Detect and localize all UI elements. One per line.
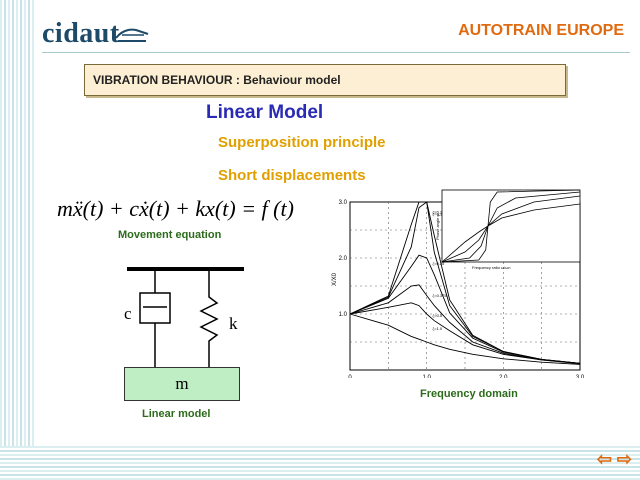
spring-coil <box>199 271 219 367</box>
series-label: ζ=0.375 <box>433 293 448 298</box>
series-label: ζ=0.1 <box>433 210 443 215</box>
left-stripe-decoration <box>0 0 34 480</box>
series-label: ζ=0.5 <box>433 313 443 318</box>
x-tick-label: 1.0 <box>422 375 431 378</box>
inset-y-label: Phase angle φ <box>435 214 440 240</box>
y-tick-label: 2.0 <box>339 256 348 262</box>
mass-block: m <box>124 367 240 401</box>
y-axis-label: X/X0 <box>332 272 338 286</box>
arrow-right-icon[interactable]: ⇨ <box>616 449 632 469</box>
spring-damper-diagram <box>139 271 219 367</box>
series-label: ζ=0.25 <box>433 261 446 266</box>
cidaut-logo: cidaut <box>42 18 120 49</box>
section-title-box: VIBRATION BEHAVIOUR : Behaviour model <box>84 64 566 96</box>
bottom-stripe-decoration <box>0 446 640 480</box>
inset-frame <box>441 189 581 263</box>
series-label: ζ=0.15 <box>433 212 446 217</box>
arrow-left-icon[interactable]: ⇦ <box>596 449 612 469</box>
y-tick-label: 3.0 <box>339 200 348 206</box>
frequency-caption: Frequency domain <box>420 388 518 400</box>
model-caption: Linear model <box>142 408 211 420</box>
header-divider <box>42 52 630 53</box>
car-logo-icon <box>115 28 149 42</box>
series-line <box>349 284 581 364</box>
damper-cylinder <box>139 292 171 324</box>
section-title: VIBRATION BEHAVIOUR : Behaviour model <box>93 73 341 87</box>
series-line <box>349 302 581 365</box>
series-line <box>349 313 581 365</box>
series-line <box>349 254 581 364</box>
model-ceiling <box>127 267 244 271</box>
spring-label: k <box>229 314 238 333</box>
bullet-superposition: Superposition principle <box>218 134 386 151</box>
inset-x-label: Frequency ratio ω/ωn <box>472 265 510 270</box>
bullet-short-displacements: Short displacements <box>218 167 366 184</box>
brand-title: AUTOTRAIN EUROPE <box>458 22 624 39</box>
series-label: ζ=1.0 <box>433 326 443 331</box>
damper-label: c <box>124 304 132 323</box>
inset-series-line <box>441 203 581 263</box>
page-heading: Linear Model <box>206 102 324 123</box>
mass-label: m <box>175 374 189 393</box>
x-tick-label: 3.0 <box>576 375 585 378</box>
movement-equation: mẍ(t) + cẋ(t) + kx(t) = f (t) <box>57 196 294 221</box>
x-tick-label: 2.0 <box>499 375 508 378</box>
equation-caption: Movement equation <box>118 229 222 241</box>
x-tick-label: 0 <box>348 375 352 378</box>
y-tick-label: 1.0 <box>339 312 348 318</box>
